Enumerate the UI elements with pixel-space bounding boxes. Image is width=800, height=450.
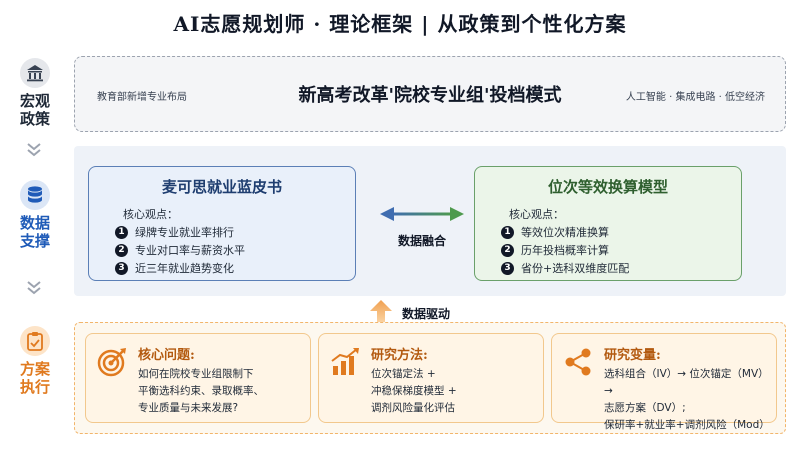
stage-execution: 方案执行 xyxy=(0,326,70,396)
chevron-down-icon xyxy=(27,281,41,295)
core-question-card: 核心问题: 如何在院校专业组限制下 平衡选科约束、录取概率、 专业质量与未来发展… xyxy=(85,333,311,423)
card-title: 研究方法: xyxy=(371,348,428,363)
database-icon xyxy=(20,180,50,210)
target-icon xyxy=(97,348,126,377)
number-badge: 2 xyxy=(115,243,128,257)
policy-left-note: 教育部新增专业布局 xyxy=(97,92,187,103)
number-badge: 1 xyxy=(501,225,514,239)
card-title: 研究变量: xyxy=(604,348,661,363)
card-body: 如何在院校专业组限制下 平衡选科约束、录取概率、 专业质量与未来发展? xyxy=(138,368,264,414)
card-subtitle: 核心观点： xyxy=(509,208,564,221)
research-variables-card: 研究变量: 选科组合（IV）→ 位次锚定（MV）→ 志愿方案（DV）; 保研率+… xyxy=(551,333,777,431)
card-subtitle: 核心观点： xyxy=(123,208,178,221)
stage-policy-label: 宏观政策 xyxy=(19,92,50,128)
stage-data-label: 数据支撑 xyxy=(19,214,50,250)
card-title: 麦可思就业蓝皮书 xyxy=(161,178,282,196)
bar-chart-trend-icon xyxy=(331,348,359,375)
number-badge: 3 xyxy=(115,261,128,275)
stage-policy: 宏观政策 xyxy=(0,58,70,128)
clipboard-check-icon xyxy=(20,326,50,356)
execution-band: 核心问题: 如何在院校专业组限制下 平衡选科约束、录取概率、 专业质量与未来发展… xyxy=(74,322,786,434)
double-arrow-icon xyxy=(380,207,464,221)
policy-right-note: 人工智能 · 集成电路 · 低空经济 xyxy=(625,92,765,103)
stage-data: 数据支撑 xyxy=(0,180,70,250)
stage-execution-label: 方案执行 xyxy=(19,360,50,396)
network-share-icon xyxy=(565,348,591,376)
number-badge: 1 xyxy=(115,225,128,239)
card-title: 核心问题: xyxy=(138,348,195,363)
government-building-icon xyxy=(20,58,50,88)
research-method-card: 研究方法: 位次锚定法 + 冲稳保梯度模型 + 调剂风险量化评估 xyxy=(318,333,544,423)
page-title: AI志愿规划师 · 理论框架 | 从政策到个性化方案 xyxy=(173,12,627,36)
drive-label: 数据驱动 xyxy=(402,307,451,321)
chevron-down-icon xyxy=(27,143,41,157)
fusion-label: 数据融合 xyxy=(397,234,446,248)
number-badge: 2 xyxy=(501,243,514,257)
card-body: 选科组合（IV）→ 位次锚定（MV）→ 志愿方案（DV）; 保研率+就业率+调剂… xyxy=(604,368,770,431)
card-title: 位次等效换算模型 xyxy=(547,178,668,196)
policy-main-statement: 新高考改革'院校专业组'投档模式 xyxy=(298,85,562,106)
policy-band: 教育部新增专业布局 新高考改革'院校专业组'投档模式 人工智能 · 集成电路 ·… xyxy=(74,56,786,132)
card-body: 位次锚定法 + 冲稳保梯度模型 + 调剂风险量化评估 xyxy=(371,368,457,414)
up-arrow-icon xyxy=(370,300,392,324)
number-badge: 3 xyxy=(501,261,514,275)
